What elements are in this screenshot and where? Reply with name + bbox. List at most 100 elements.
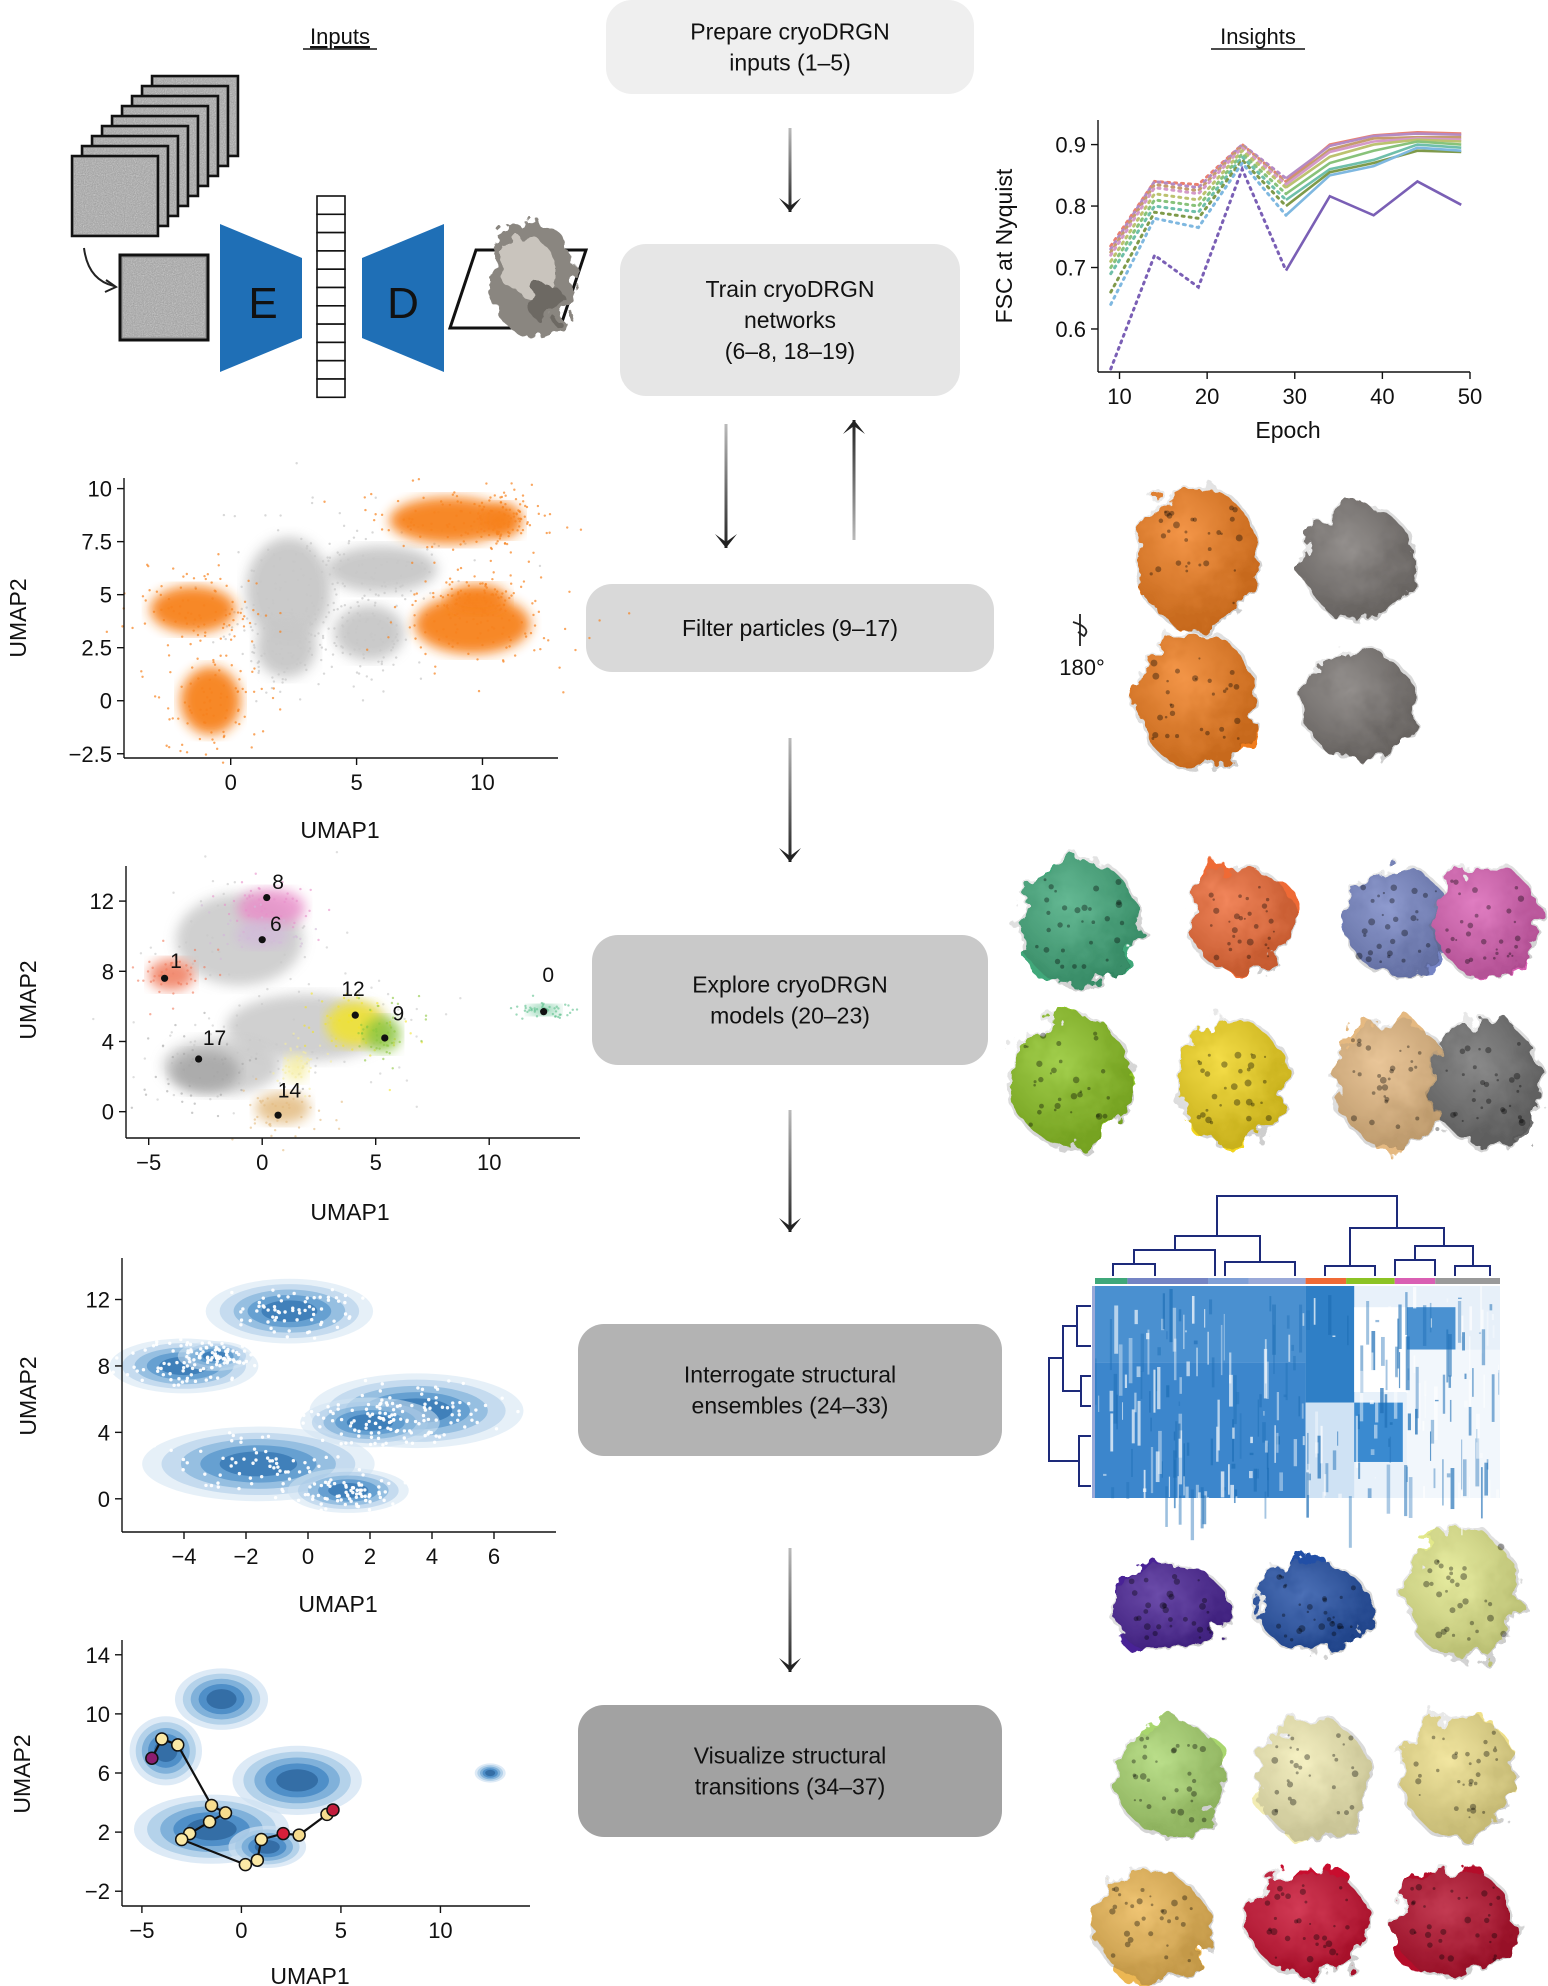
arrow-shaft (788, 1548, 792, 1672)
scatter-point (375, 1030, 378, 1033)
scatter-point (349, 1499, 353, 1503)
scatter-point (281, 1105, 285, 1109)
volume-detail (1123, 1930, 1131, 1937)
volume-detail (1457, 1896, 1461, 1900)
scatter-point (264, 1449, 268, 1454)
scatter-point (426, 545, 429, 549)
scatter-point (375, 1405, 379, 1409)
x-tick-label: 20 (1195, 384, 1219, 409)
scatter-point (326, 1298, 331, 1302)
scatter-point (211, 950, 214, 954)
scatter-point (231, 1138, 234, 1141)
scatter-point (479, 582, 482, 585)
scatter-point (377, 1415, 381, 1420)
scatter-point (223, 903, 227, 907)
volume-detail (1474, 913, 1479, 918)
fsc-line-solid (1285, 138, 1462, 189)
scatter-point (311, 1030, 315, 1034)
scatter-point (272, 1305, 277, 1309)
scatter-point (509, 638, 512, 642)
volume-detail (1455, 1582, 1460, 1588)
scatter-point (490, 547, 493, 551)
scatter-point (227, 1357, 231, 1361)
scatter-point (493, 588, 497, 591)
heatmap-texture (1380, 1336, 1385, 1366)
scatter-point (363, 496, 366, 499)
scatter-point (389, 1427, 393, 1432)
scatter-point (447, 613, 451, 616)
x-tick-label: 0 (302, 1544, 314, 1569)
scatter-point (238, 938, 241, 942)
scatter-point (179, 586, 183, 589)
scatter-point (342, 553, 346, 556)
volume-detail (1286, 1779, 1290, 1783)
arrow-shaft (788, 128, 792, 212)
volume-detail (1453, 879, 1459, 885)
volume-detail (1475, 1933, 1480, 1938)
volume-detail (1495, 1758, 1499, 1761)
scatter-point (462, 540, 466, 543)
scatter-point (254, 872, 257, 875)
scatter-point (358, 614, 362, 617)
scatter-point (274, 582, 277, 585)
volume-detail (1152, 672, 1160, 680)
volume-detail (1260, 1101, 1263, 1105)
scatter-point (508, 532, 511, 535)
scatter-point (302, 925, 306, 928)
scatter-point (521, 500, 525, 503)
heatmap-texture (1498, 1369, 1500, 1395)
scatter-point (492, 571, 495, 574)
scatter-point (168, 1341, 172, 1345)
scatter-point (363, 1498, 368, 1503)
scatter-point (182, 1052, 186, 1056)
volume-map (1253, 1717, 1373, 1845)
scatter-point (294, 1135, 297, 1138)
scatter-point (314, 1064, 317, 1068)
curved-arrow-head-icon (104, 279, 119, 293)
volume-detail (1306, 1955, 1314, 1963)
volume-detail (1469, 1620, 1475, 1626)
scatter-point (364, 508, 367, 512)
volume-detail (1232, 934, 1236, 938)
y-tick-label: −2 (85, 1879, 110, 1904)
scatter-point (169, 670, 172, 674)
heatmap-texture (1124, 1374, 1128, 1388)
scatter-point (216, 1347, 220, 1351)
scatter-point (451, 493, 455, 496)
volume-detail (1199, 1603, 1206, 1610)
heatmap-texture (1371, 1330, 1376, 1371)
scatter-point (193, 959, 197, 963)
volume-detail (1415, 1116, 1420, 1121)
scatter-point (182, 1035, 186, 1038)
scatter-point (216, 904, 220, 907)
scatter-point (310, 992, 313, 995)
scatter-point (287, 1329, 291, 1333)
scatter-point (236, 709, 240, 713)
heatmap-texture (1220, 1471, 1225, 1498)
scatter-point (170, 1031, 173, 1034)
scatter-point (249, 1481, 254, 1486)
volume-detail (1467, 922, 1474, 929)
scatter-point (185, 1376, 190, 1380)
scatter-point (278, 557, 281, 561)
scatter-point (244, 690, 248, 694)
volume-detail (1444, 1626, 1450, 1633)
scatter-point (283, 670, 286, 674)
heatmap-texture (1407, 1413, 1411, 1431)
volume-detail (1247, 1062, 1255, 1069)
heatmap-texture (1183, 1476, 1185, 1496)
scatter-point (253, 1363, 257, 1368)
heatmap-texture (1283, 1394, 1287, 1398)
scatter-point (347, 542, 350, 545)
scatter-point (419, 646, 423, 649)
scatter-point (541, 1005, 544, 1009)
scatter-point (515, 1005, 519, 1008)
selected-particle-image (118, 253, 210, 342)
volume-detail (1336, 1733, 1341, 1738)
scatter-point (140, 670, 143, 673)
scatter-point (391, 646, 395, 649)
scatter-point (260, 687, 263, 691)
scatter-point (269, 1326, 273, 1331)
heatmap-texture (1131, 1448, 1133, 1477)
